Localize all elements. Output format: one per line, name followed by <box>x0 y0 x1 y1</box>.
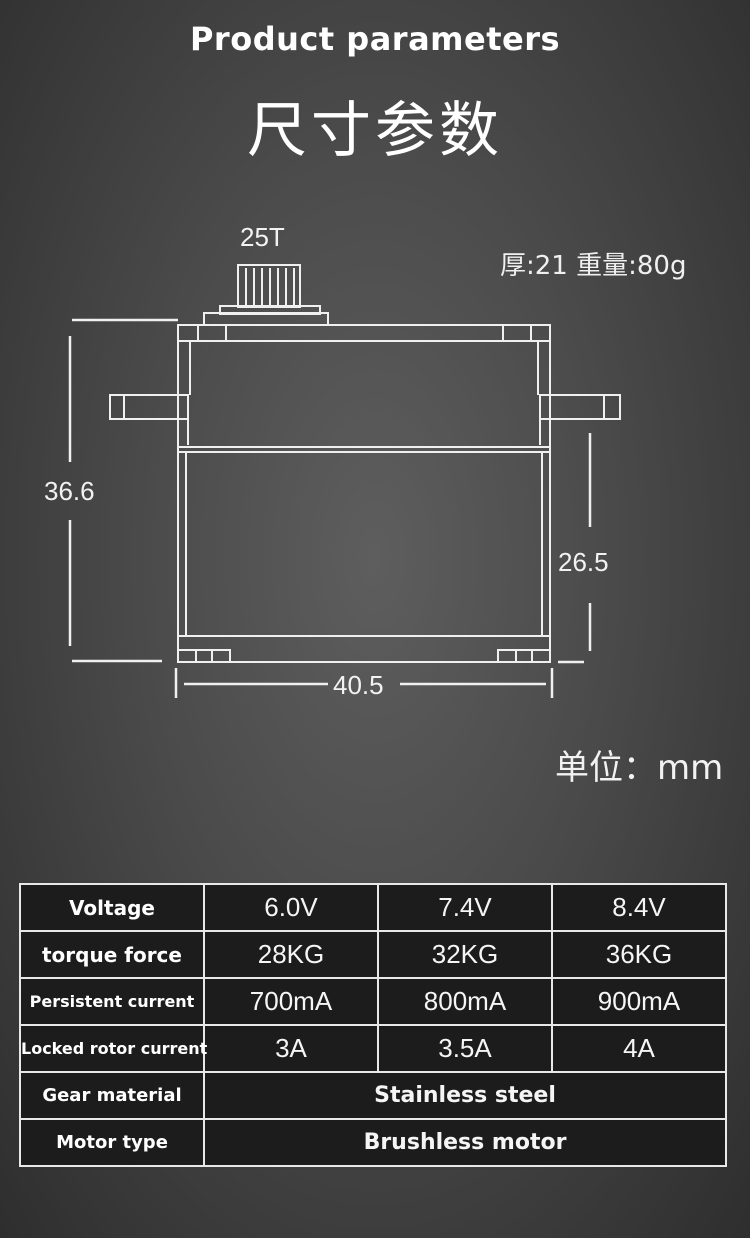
table-cell-span: Stainless steel <box>203 1071 727 1120</box>
row-label: torque force <box>19 930 205 979</box>
row-label: Gear material <box>19 1071 205 1120</box>
table-cell: 32KG <box>377 930 553 979</box>
table-cell: 8.4V <box>551 883 727 932</box>
servo-top-cover <box>177 324 551 342</box>
mounting-ear-left <box>109 394 189 420</box>
row-label: Persistent current <box>19 977 205 1026</box>
table-cell: 700mA <box>203 977 379 1026</box>
width-label: 40.5 <box>333 670 384 700</box>
table-cell: 3.5A <box>377 1024 553 1073</box>
table-row: Motor type Brushless motor <box>19 1118 727 1167</box>
servo-dimension-drawing <box>68 264 621 698</box>
spline-label: 25T <box>240 222 285 252</box>
table-cell: 28KG <box>203 930 379 979</box>
table-row: Locked rotor current 3A 3.5A 4A <box>19 1024 727 1073</box>
table-cell: 3A <box>203 1024 379 1073</box>
thickness-weight-label: 厚:21 重量:80g <box>500 251 687 281</box>
row-label: Locked rotor current <box>19 1024 207 1073</box>
table-row: Gear material Stainless steel <box>19 1071 727 1120</box>
table-cell: 900mA <box>551 977 727 1026</box>
table-cell: 800mA <box>377 977 553 1026</box>
page-subtitle: 尺寸参数 <box>247 96 503 166</box>
spec-table: Voltage 6.0V 7.4V 8.4V torque force 28KG… <box>19 883 727 1167</box>
table-cell: 36KG <box>551 930 727 979</box>
table-cell: 6.0V <box>203 883 379 932</box>
mounting-ear-right <box>539 394 621 420</box>
table-row: Persistent current 700mA 800mA 900mA <box>19 977 727 1026</box>
table-cell: 4A <box>551 1024 727 1073</box>
page-title: Product parameters <box>189 20 561 58</box>
table-cell: 7.4V <box>377 883 553 932</box>
table-row: torque force 28KG 32KG 36KG <box>19 930 727 979</box>
row-label: Motor type <box>19 1118 205 1167</box>
height-total-label: 36.6 <box>44 476 95 506</box>
unit-label: 单位：mm <box>555 748 724 788</box>
height-body-label: 26.5 <box>558 547 609 577</box>
table-row: Voltage 6.0V 7.4V 8.4V <box>19 883 727 932</box>
row-label: Voltage <box>19 883 205 932</box>
table-cell-span: Brushless motor <box>203 1118 727 1167</box>
